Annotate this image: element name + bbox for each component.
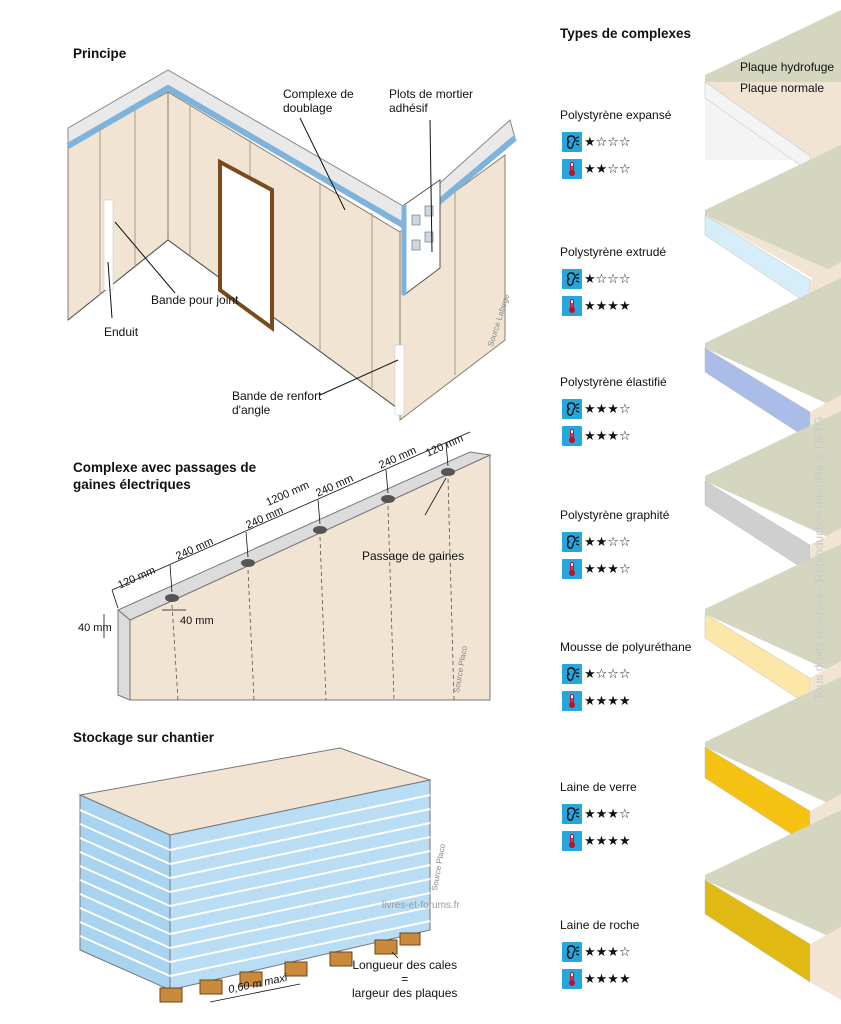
acoustic-rating: ★☆☆☆ <box>562 664 631 684</box>
ear-icon <box>562 664 582 684</box>
acoustic-rating: ★★★☆ <box>562 804 631 824</box>
thermal-rating: ★★★★ <box>562 296 631 316</box>
dim-40-hole: 40 mm <box>180 615 214 627</box>
acoustic-rating: ★☆☆☆ <box>562 132 631 152</box>
acoustic-rating: ★★★☆ <box>562 399 631 419</box>
gaines-title: Complexe avec passages de gaines électri… <box>73 460 257 492</box>
type-name: Polystyrène élastifié <box>560 375 667 389</box>
ear-icon <box>562 532 582 552</box>
ear-icon <box>562 804 582 824</box>
acoustic-stars: ★☆☆☆ <box>584 134 631 150</box>
thermometer-icon <box>562 296 582 316</box>
thermometer-icon <box>562 691 582 711</box>
type-name: Laine de verre <box>560 780 637 794</box>
thermal-rating: ★★★★ <box>562 831 631 851</box>
thermal-rating: ★★★☆ <box>562 426 631 446</box>
acoustic-stars: ★★★☆ <box>584 944 631 960</box>
thermal-rating: ★★★★ <box>562 691 631 711</box>
thermal-stars: ★★★☆ <box>584 428 631 444</box>
principe-illustration <box>66 69 517 422</box>
label-complexe-doublage: Complexe de doublage <box>283 87 354 115</box>
type-name: Laine de roche <box>560 918 640 932</box>
principe-title: Principe <box>73 46 127 61</box>
site-watermark: livres-et-forums.fr <box>382 900 460 911</box>
thermometer-icon <box>562 969 582 989</box>
acoustic-stars: ★★★☆ <box>584 806 631 822</box>
acoustic-rating: ★★★☆ <box>562 942 631 962</box>
label-plaque-hydrofuge: Plaque hydrofuge <box>740 60 835 74</box>
acoustic-stars: ★☆☆☆ <box>584 666 631 682</box>
label-enduit: Enduit <box>104 325 139 339</box>
thermal-stars: ★★★★ <box>584 971 631 987</box>
acoustic-stars: ★★★☆ <box>584 401 631 417</box>
thermal-rating: ★★★★ <box>562 969 631 989</box>
thermal-rating: ★★☆☆ <box>562 159 631 179</box>
acoustic-stars: ★☆☆☆ <box>584 271 631 287</box>
thermometer-icon <box>562 159 582 179</box>
dim-40-thickness: 40 mm <box>78 622 112 634</box>
label-plaque-normale: Plaque normale <box>740 81 825 95</box>
gaines-illustration <box>103 431 492 701</box>
thermal-rating: ★★★☆ <box>562 559 631 579</box>
ear-icon <box>562 399 582 419</box>
label-passage-gaines: Passage de gaines <box>362 549 465 563</box>
thermal-stars: ★★★★ <box>584 298 631 314</box>
thermal-stars: ★★☆☆ <box>584 161 631 177</box>
thermometer-icon <box>562 559 582 579</box>
ear-icon <box>562 132 582 152</box>
copyright-watermark: Tous droits réservés - Reproduction inte… <box>812 416 826 700</box>
thermometer-icon <box>562 426 582 446</box>
type-name: Polystyrène expansé <box>560 108 672 122</box>
thermal-stars: ★★★★ <box>584 833 631 849</box>
acoustic-rating: ★☆☆☆ <box>562 269 631 289</box>
label-cales: Longueur des cales = largeur des plaques <box>352 958 458 1000</box>
types-illustrations <box>704 10 841 1000</box>
ear-icon <box>562 269 582 289</box>
type-name: Mousse de polyuréthane <box>560 640 692 654</box>
label-plots-mortier: Plots de mortier adhésif <box>389 87 474 115</box>
label-bande-renfort: Bande de renfort d'angle <box>232 389 322 417</box>
types-title: Types de complexes <box>560 26 692 41</box>
stockage-illustration <box>78 747 432 1003</box>
label-bande-joint: Bande pour joint <box>151 293 239 307</box>
thermal-stars: ★★★★ <box>584 693 631 709</box>
acoustic-stars: ★★☆☆ <box>584 534 631 550</box>
thermometer-icon <box>562 831 582 851</box>
stockage-title: Stockage sur chantier <box>73 730 215 745</box>
thermal-stars: ★★★☆ <box>584 561 631 577</box>
acoustic-rating: ★★☆☆ <box>562 532 631 552</box>
type-name: Polystyrène extrudé <box>560 245 667 259</box>
ear-icon <box>562 942 582 962</box>
type-name: Polystyrène graphité <box>560 508 670 522</box>
